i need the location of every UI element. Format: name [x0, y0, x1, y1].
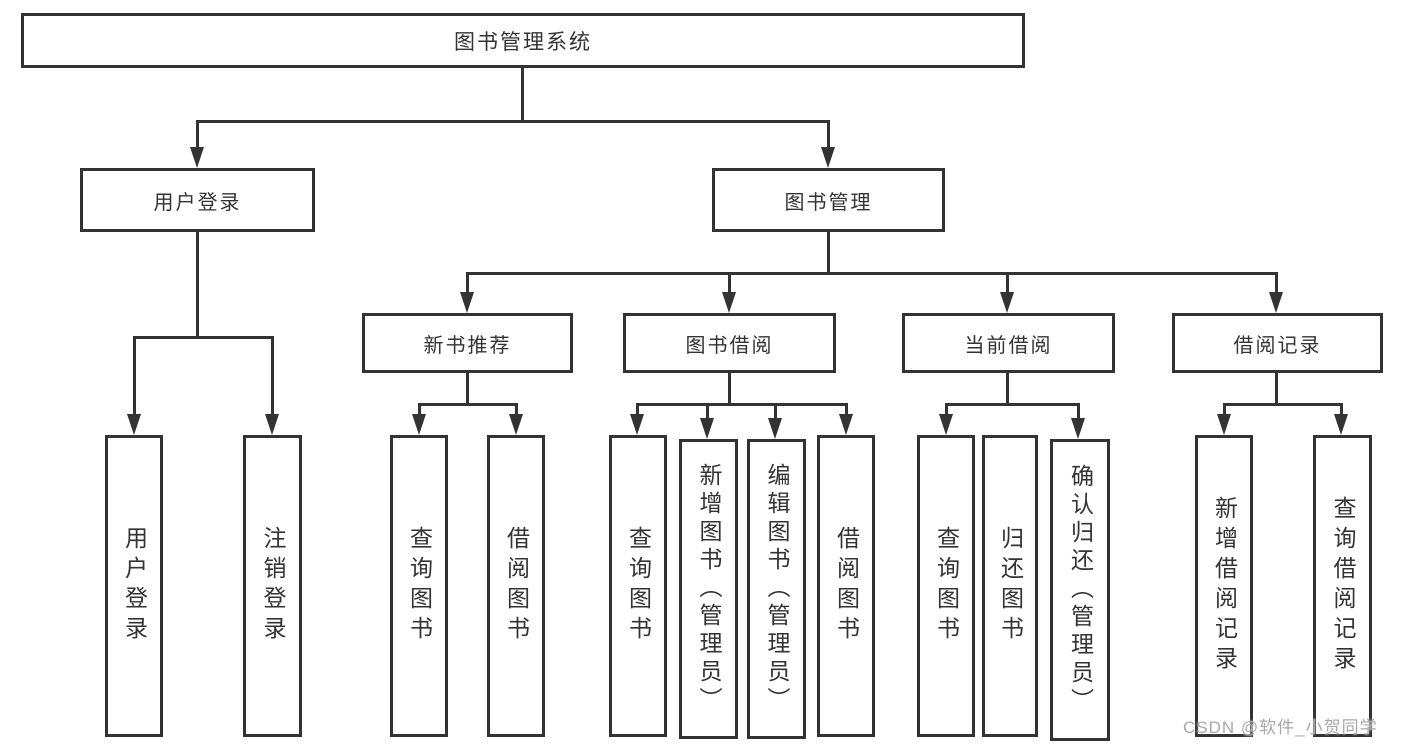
arrow-down-icon — [939, 414, 953, 435]
connector-line — [827, 232, 830, 275]
connector-line — [845, 403, 848, 417]
arrow-down-icon — [839, 414, 853, 435]
leaf-label: 编辑图书（管理员） — [764, 463, 790, 715]
leaf-label: 查询借阅记录 — [1330, 496, 1356, 676]
node-book-borrow: 图书借阅 — [623, 313, 836, 373]
arrow-down-icon — [127, 414, 141, 435]
arrow-down-icon — [1334, 414, 1348, 435]
connector-line — [466, 272, 469, 295]
arrow-down-icon — [265, 414, 279, 435]
leaf-label: 用户登录 — [121, 526, 148, 646]
connector-line — [636, 403, 639, 417]
connector-line — [1006, 272, 1009, 295]
leaf-label: 查询图书 — [933, 526, 960, 646]
connector-line — [706, 403, 709, 419]
arrow-down-icon — [1269, 292, 1283, 313]
node-borrow-records: 借阅记录 — [1172, 313, 1383, 373]
connector-line — [1223, 403, 1226, 417]
arrow-down-icon — [412, 414, 426, 435]
leaf-query-books: 查询图书 — [917, 435, 975, 737]
arrow-down-icon — [1000, 292, 1014, 313]
connector-line — [1340, 403, 1343, 417]
leaf-label: 借阅图书 — [833, 526, 860, 646]
connector-line — [196, 120, 830, 123]
node-label: 借阅记录 — [1233, 334, 1322, 357]
arrow-down-icon — [700, 418, 714, 439]
connector-line — [466, 272, 1278, 275]
connector-line — [133, 336, 274, 339]
connector-line — [271, 336, 274, 418]
arrow-down-icon — [190, 147, 204, 168]
arrow-down-icon — [630, 414, 644, 435]
leaf-label: 新增图书（管理员） — [696, 463, 722, 715]
leaf-add-books-admin: 新增图书（管理员） — [679, 439, 738, 739]
leaf-label: 借阅图书 — [503, 526, 530, 646]
node-label: 当前借阅 — [964, 334, 1053, 357]
node-book-management: 图书管理 — [712, 168, 945, 232]
node-label: 图书管理 — [784, 191, 873, 214]
connector-line — [636, 403, 848, 406]
connector-line — [196, 120, 199, 151]
connector-line — [196, 232, 199, 339]
connector-line — [1223, 403, 1343, 406]
connector-line — [521, 68, 524, 123]
leaf-label: 新增借阅记录 — [1211, 496, 1238, 676]
connector-line — [1275, 373, 1278, 406]
csdn-watermark: CSDN @软件_小贺同学 — [1183, 718, 1378, 737]
node-library-system: 图书管理系统 — [21, 13, 1025, 68]
connector-line — [418, 403, 518, 406]
connector-line — [945, 403, 1080, 406]
connector-line — [1275, 272, 1278, 295]
connector-line — [1077, 403, 1080, 419]
leaf-return-books: 归还图书 — [982, 435, 1038, 737]
leaf-query-books: 查询图书 — [390, 435, 448, 737]
connector-line — [728, 373, 731, 406]
arrow-down-icon — [821, 147, 835, 168]
node-label: 用户登录 — [153, 191, 242, 214]
connector-line — [827, 120, 830, 151]
leaf-label: 归还图书 — [997, 526, 1024, 646]
connector-line — [133, 336, 136, 418]
leaf-logout: 注销登录 — [243, 435, 302, 737]
connector-line — [1006, 373, 1009, 406]
leaf-confirm-return-admin: 确认归还（管理员） — [1050, 439, 1110, 741]
connector-line — [466, 373, 469, 406]
leaf-borrow-books: 借阅图书 — [487, 435, 545, 737]
leaf-label: 查询图书 — [625, 526, 652, 646]
connector-line — [945, 403, 948, 417]
leaf-query-books: 查询图书 — [609, 435, 667, 737]
leaf-query-borrow-record: 查询借阅记录 — [1313, 435, 1372, 737]
arrow-down-icon — [1071, 418, 1085, 439]
leaf-label: 确认归还（管理员） — [1067, 464, 1094, 716]
connector-line — [774, 403, 777, 419]
arrow-down-icon — [1217, 414, 1231, 435]
leaf-add-borrow-record: 新增借阅记录 — [1195, 435, 1253, 737]
node-user-login: 用户登录 — [80, 168, 315, 232]
connector-line — [728, 272, 731, 295]
node-label: 新书推荐 — [423, 334, 512, 357]
connector-line — [418, 403, 421, 417]
leaf-label: 查询图书 — [406, 526, 433, 646]
leaf-edit-books-admin: 编辑图书（管理员） — [747, 439, 806, 739]
node-new-book-recommend: 新书推荐 — [362, 313, 573, 373]
node-label: 图书管理系统 — [454, 30, 592, 54]
node-current-borrow: 当前借阅 — [902, 313, 1115, 373]
leaf-label: 注销登录 — [260, 526, 286, 646]
connector-line — [515, 403, 518, 417]
arrow-down-icon — [768, 418, 782, 439]
leaf-borrow-books: 借阅图书 — [817, 435, 875, 737]
leaf-user-login: 用户登录 — [105, 435, 163, 737]
node-label: 图书借阅 — [685, 334, 774, 357]
arrow-down-icon — [509, 414, 523, 435]
arrow-down-icon — [460, 292, 474, 313]
arrow-down-icon — [722, 292, 736, 313]
